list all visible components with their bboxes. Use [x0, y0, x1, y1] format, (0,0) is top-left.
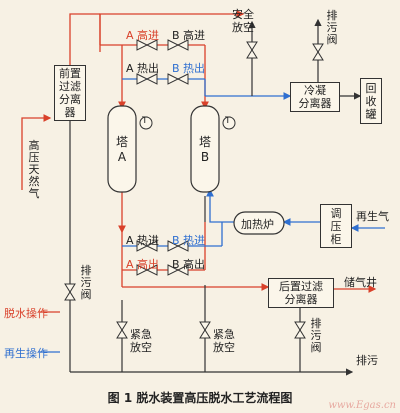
valve-emergency-1 [116, 321, 128, 339]
tower-b-label: 塔 B [199, 135, 212, 164]
label-b-hot-in: B 热进 [172, 234, 206, 247]
heater-label: 加热炉 [241, 218, 274, 231]
valve-emergency-2 [199, 321, 211, 339]
valve-safety-vent [246, 41, 258, 59]
label-b-high-in: B 高进 [172, 29, 206, 42]
legend-regeneration: 再生操作 [4, 347, 48, 360]
valve-b-hot-out [167, 73, 189, 85]
tower-a-vessel [107, 105, 137, 193]
sewage-label: 排污 [356, 354, 378, 367]
prefilter-separator: 前置 过滤 分离 器 [54, 65, 86, 121]
legend-dehydration: 脱水操作 [4, 307, 48, 320]
valve-drain-left [64, 283, 76, 301]
drain-valve-top-label: 排污阀 [326, 9, 338, 46]
tower-a-label: 塔 A [116, 135, 129, 164]
label-a-high-out: A 高出 [126, 258, 160, 271]
valve-b-high-in [167, 39, 189, 51]
figure-caption: 图 1 脱水装置高压脱水工艺流程图 [107, 391, 293, 405]
heater-vessel [233, 211, 285, 235]
emergency-vent-2-label: 紧急 放空 [213, 328, 235, 354]
drain-valve-bottom-label: 排污阀 [310, 317, 322, 354]
towers [107, 105, 220, 193]
temp-circle-b [222, 116, 236, 130]
drain-valve-left-label: 排污阀 [80, 264, 92, 301]
label-a-hot-out: A 热出 [126, 62, 160, 75]
label-b-high-out: B 高出 [172, 258, 206, 271]
label-a-hot-in: A 热进 [126, 234, 160, 247]
label-a-high-in: A 高进 [126, 29, 160, 42]
temp-circle-a [139, 116, 153, 130]
recovery-tank: 回 收 罐 [360, 78, 382, 124]
pressure-regulating-cabinet: 调 压 柜 [320, 204, 352, 248]
valve-a-hot-out [136, 73, 158, 85]
valve-symbols [64, 39, 324, 339]
valve-drain-top [312, 43, 324, 61]
post-filter-separator: 后置过滤 分离器 [268, 278, 334, 308]
temperature-instruments [139, 116, 236, 130]
label-b-hot-out: B 热出 [172, 62, 206, 75]
safety-vent-label: 安全 放空 [232, 8, 254, 34]
temp-symbol-b: T [225, 116, 231, 126]
temp-symbol-a: T [142, 116, 148, 126]
valve-drain-bottom [294, 321, 306, 339]
condensate-separator: 冷凝 分离器 [290, 82, 340, 112]
valve-a-high-out [136, 264, 158, 276]
valve-b-high-out [167, 264, 189, 276]
emergency-vent-1-label: 紧急 放空 [130, 328, 152, 354]
feed-gas-label: 高压天然气 [28, 139, 40, 200]
tower-b-vessel [190, 105, 220, 193]
gas-storage-label: 储气井 [344, 276, 377, 289]
valve-a-hot-in [136, 240, 158, 252]
regen-gas-label: 再生气 [356, 210, 389, 223]
watermark: www.Egas.cn [328, 400, 396, 411]
valve-b-hot-in [167, 240, 189, 252]
valve-a-high-in [136, 39, 158, 51]
